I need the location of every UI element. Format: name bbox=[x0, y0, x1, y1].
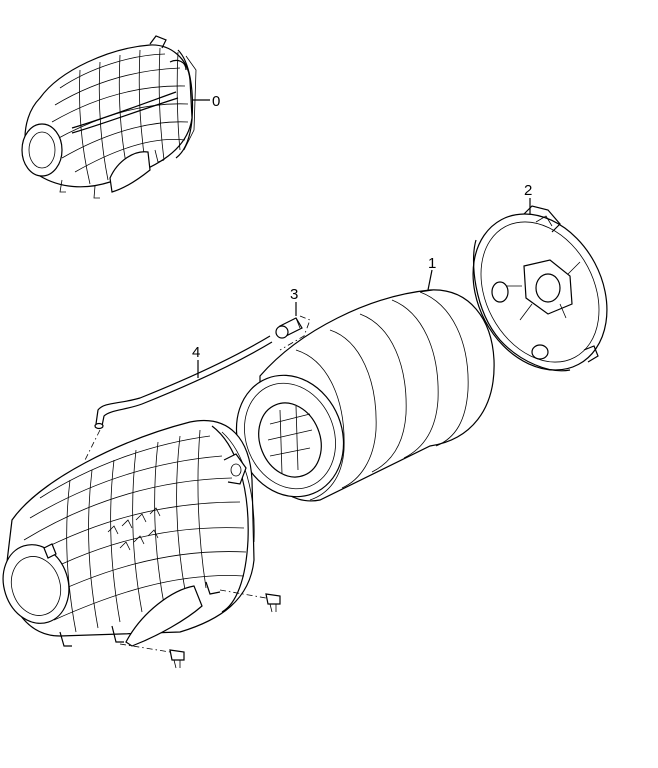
callout-4: 4 bbox=[192, 344, 200, 361]
main-housing bbox=[2, 420, 281, 669]
callout-1: 1 bbox=[428, 255, 436, 272]
hose bbox=[83, 335, 273, 463]
assembly-thumbnail bbox=[21, 35, 210, 199]
filter-element bbox=[235, 269, 495, 502]
fitting bbox=[275, 302, 311, 351]
callout-2: 2 bbox=[524, 182, 532, 199]
callout-0: 0 bbox=[212, 93, 220, 110]
end-cover bbox=[472, 198, 608, 372]
callout-3: 3 bbox=[290, 286, 298, 303]
